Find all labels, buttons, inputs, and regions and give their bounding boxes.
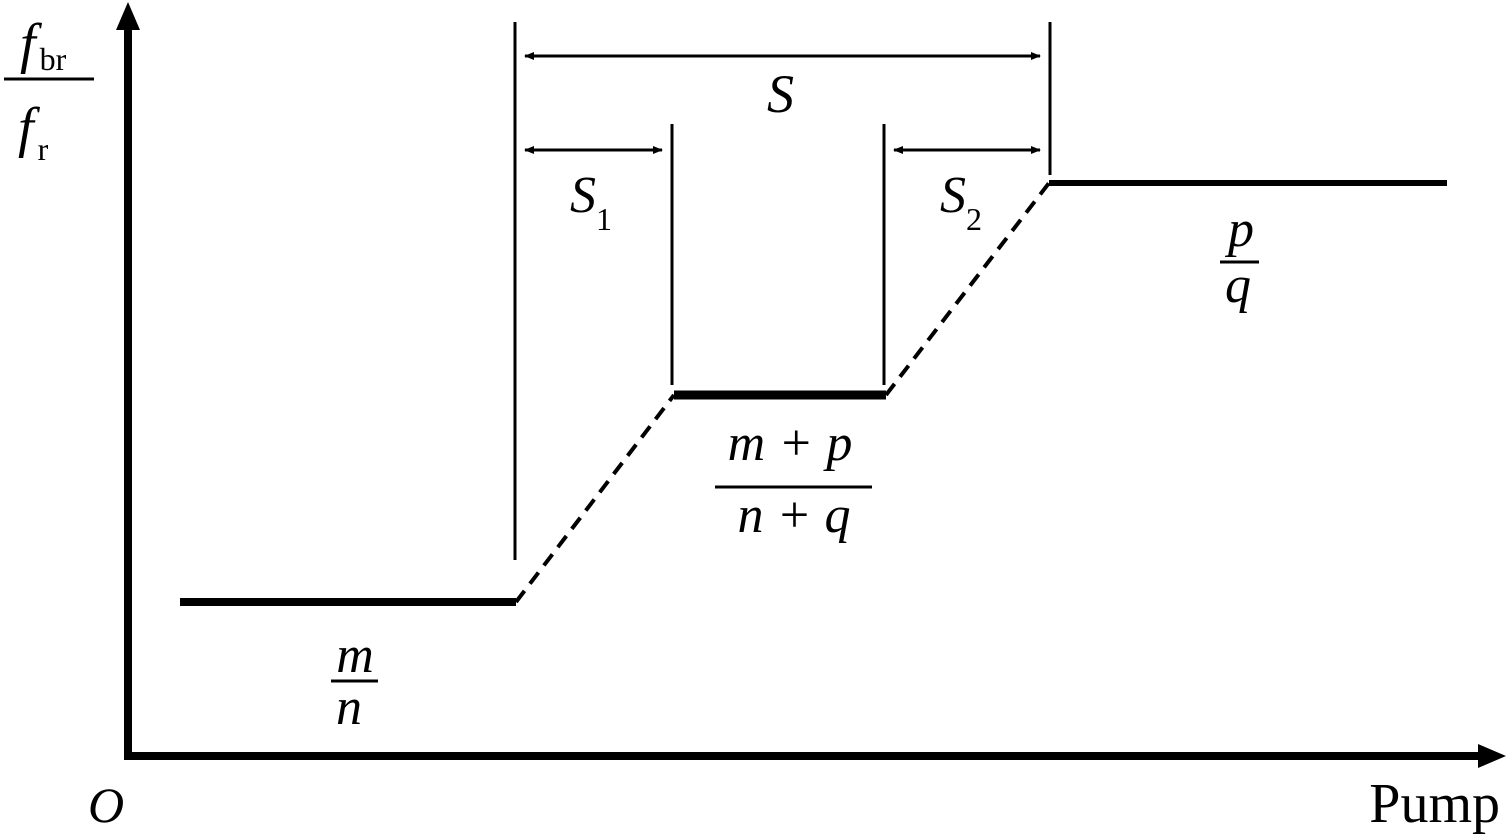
plateau-high-denominator: q (1225, 257, 1251, 314)
plateau-mid-fraction: m + p n + q (715, 415, 872, 544)
plateau-high-fraction: p q (1220, 201, 1259, 314)
span-s2-label: S2 (940, 167, 982, 237)
span-s-label: S (767, 64, 794, 124)
span-s1-label: S1 (570, 167, 612, 237)
plateau-low-fraction: m n (331, 627, 378, 736)
transition-low-mid-dashed (514, 393, 676, 604)
origin-label: O (88, 777, 124, 833)
plateau-high-numerator: p (1224, 201, 1254, 258)
x-axis-arrow-icon (1478, 744, 1506, 768)
y-axis-arrow-icon (116, 2, 140, 30)
x-axis-label: Pump (1369, 773, 1500, 835)
plateau-low-denominator: n (336, 679, 362, 736)
plateau-mid-denominator: n + q (737, 487, 850, 544)
plateau-mid-numerator: m + p (728, 415, 853, 472)
plateau-low-numerator: m (336, 627, 374, 684)
